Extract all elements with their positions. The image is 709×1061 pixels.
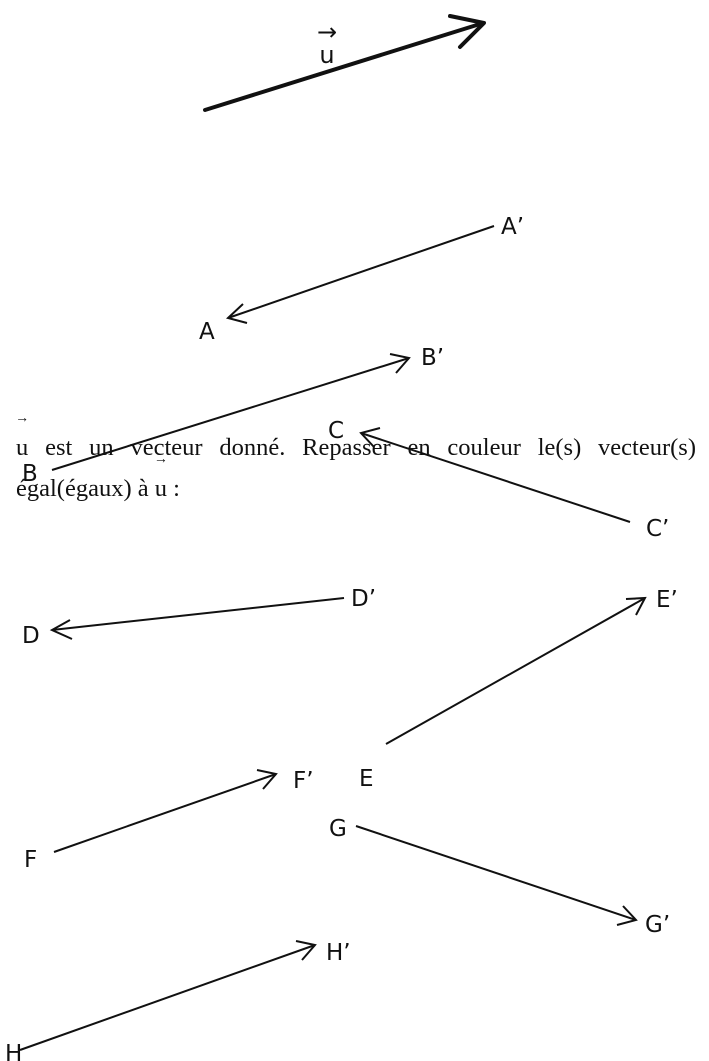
- vector-u-letter-2: u: [154, 475, 167, 502]
- point-D-label: D: [22, 623, 40, 649]
- vector-FF-shaft: [53, 773, 277, 853]
- point-B-label: B: [22, 461, 38, 487]
- point-H-prime-label: H’: [326, 940, 351, 966]
- vector-GG: G G’: [329, 816, 670, 938]
- vector-u-letter: u: [16, 434, 29, 461]
- vector-DD: D D’: [22, 586, 376, 649]
- instruction-text-part-1: est un vecteur donné. Repasser en couleu…: [16, 434, 696, 502]
- given-vector-label: u: [319, 41, 334, 69]
- point-G-prime-label: G’: [645, 912, 670, 938]
- vector-HH-shaft: [19, 944, 316, 1051]
- point-C-prime-label: C’: [646, 516, 669, 542]
- vector-BB-arrowhead: [389, 353, 411, 374]
- point-F-prime-label: F’: [293, 768, 314, 794]
- vector-AA-arrowhead: [225, 303, 248, 324]
- point-D-prime-label: D’: [351, 586, 376, 612]
- vector-HH-arrowhead: [295, 940, 317, 961]
- vector-FF: F F’: [24, 768, 314, 873]
- vector-CC-arrowhead: [359, 427, 381, 448]
- vector-DD-shaft: [51, 597, 345, 631]
- vector-u-notation: →u: [15, 412, 29, 468]
- vector-EE: E E’: [359, 587, 678, 792]
- point-C-label: C: [328, 418, 344, 444]
- vector-AA-shaft: [227, 225, 495, 319]
- point-F-label: F: [24, 847, 37, 873]
- given-vector-arrowhead: [448, 14, 486, 49]
- vector-AA: A A’: [199, 214, 524, 345]
- vector-BB: B B’: [22, 345, 444, 487]
- point-E-label: E: [359, 766, 374, 792]
- point-H-label: H: [5, 1041, 22, 1061]
- vector-CC-shaft: [360, 432, 631, 523]
- point-A-label: A: [199, 319, 215, 345]
- vector-arrow-mark-2: →: [153, 452, 168, 467]
- given-vector-shaft: [203, 22, 482, 112]
- instruction-text-part-2: :: [167, 475, 180, 502]
- vector-GG-arrowhead: [616, 905, 638, 926]
- point-G-label: G: [329, 816, 347, 842]
- vector-u-notation-2: →u: [154, 453, 168, 509]
- point-B-prime-label: B’: [421, 345, 444, 371]
- vector-GG-shaft: [355, 825, 637, 921]
- vector-HH: H H’: [5, 940, 351, 1061]
- point-E-prime-label: E’: [656, 587, 678, 613]
- vector-FF-arrowhead: [256, 769, 278, 790]
- vector-CC: C C’: [328, 418, 669, 542]
- vector-EE-shaft: [385, 597, 646, 745]
- vector-DD-arrowhead: [49, 619, 73, 640]
- point-A-prime-label: A’: [501, 214, 524, 240]
- vector-arrow-mark: →: [15, 411, 30, 426]
- given-vector-u: → u: [203, 14, 486, 112]
- instruction-text: →u est un vecteur donné. Repasser en cou…: [15, 412, 696, 509]
- given-vector-arrow-mark: →: [317, 18, 337, 46]
- vector-BB-shaft: [51, 357, 410, 471]
- vector-EE-arrowhead: [625, 596, 647, 616]
